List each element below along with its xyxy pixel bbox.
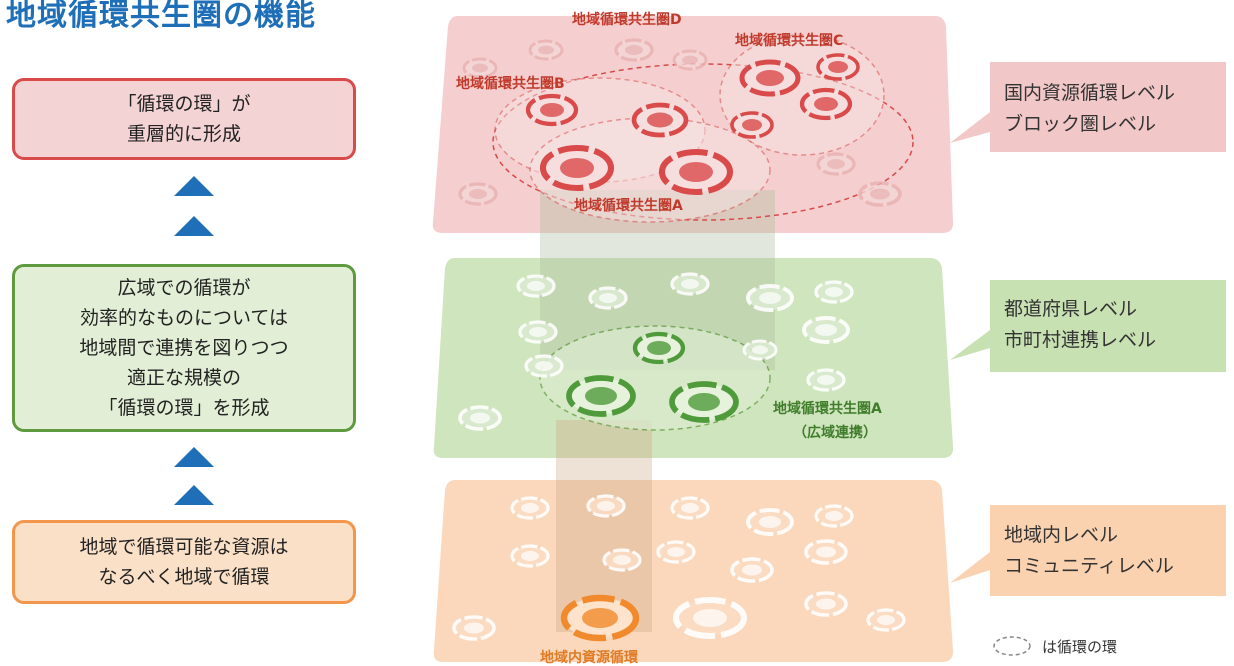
circulation-ring-icon	[452, 615, 496, 641]
layered-cycle-box: 「循環の環」が 重層的に形成	[12, 78, 356, 160]
circulation-ring-icon	[746, 284, 794, 312]
page-title: 地域循環共生圏の機能	[6, 0, 316, 33]
callout-national-line2: ブロック圏レベル	[1004, 112, 1156, 135]
circulation-ring-icon	[510, 544, 550, 568]
legend-ring-icon	[993, 636, 1031, 656]
circulation-ring-icon	[560, 594, 640, 642]
circulation-ring-icon	[730, 557, 774, 583]
circulation-ring-icon	[516, 274, 556, 298]
local-resource-label: 地域内資源循環	[540, 649, 639, 666]
circulation-ring-icon	[739, 59, 801, 97]
circulation-ring-icon	[458, 405, 502, 431]
circulation-ring-icon	[525, 93, 579, 127]
callout-community-line1: 地域内レベル	[1004, 524, 1118, 546]
circulation-ring-icon	[672, 49, 708, 71]
circulation-ring-icon	[730, 111, 774, 139]
callout-national-line1: 国内資源循環レベル	[1004, 82, 1175, 104]
circulation-ring-icon	[804, 591, 848, 617]
circulation-ring-icon	[528, 39, 564, 61]
callout-community-level	[950, 505, 1226, 596]
circulation-ring-icon	[656, 540, 696, 564]
sphere-c-label: 地域循環共生圏C	[735, 32, 843, 49]
circulation-ring-icon	[802, 316, 850, 344]
circulation-ring-icon	[672, 596, 748, 640]
circulation-ring-icon	[462, 57, 498, 79]
circulation-ring-icon	[804, 539, 848, 565]
circulation-ring-icon	[866, 608, 906, 632]
circulation-ring-icon	[632, 331, 686, 365]
up-arrow-icon	[174, 447, 214, 467]
circulation-ring-icon	[742, 339, 778, 361]
circulation-ring-icon	[816, 53, 860, 81]
up-arrow-icon	[174, 485, 214, 505]
circulation-ring-icon	[518, 320, 558, 344]
circulation-ring-icon	[524, 354, 564, 378]
local-cycle-box: 地域で循環可能な資源は なるべく地域で循環	[12, 520, 356, 604]
callout-national-level	[950, 62, 1226, 152]
circulation-ring-icon	[566, 375, 636, 417]
circulation-ring-icon	[510, 496, 550, 520]
circulation-ring-icon	[658, 148, 734, 196]
circulation-ring-icon	[669, 381, 739, 423]
circulation-ring-icon	[614, 38, 654, 62]
circulation-ring-icon	[858, 181, 902, 207]
circulation-ring-icon	[814, 280, 854, 304]
callout-community-line2: コミュニティレベル	[1004, 555, 1174, 577]
circulation-ring-icon	[799, 87, 853, 121]
callout-prefecture-line2: 市町村連携レベル	[1004, 329, 1156, 351]
circulation-ring-icon	[586, 494, 626, 518]
up-arrow-icon	[174, 176, 214, 196]
callout-prefecture-level	[950, 280, 1226, 372]
circulation-ring-icon	[670, 496, 710, 520]
circulation-ring-icon	[670, 272, 710, 296]
circulation-ring-icon	[588, 286, 628, 310]
up-arrow-icon	[174, 216, 214, 236]
circulation-ring-icon	[458, 182, 498, 206]
sphere-a-boundary	[529, 117, 771, 223]
wide-area-sphere-label: 地域循環共生圏A	[773, 400, 882, 417]
wide-area-link-label: （広域連携）	[793, 424, 877, 441]
callout-prefecture-line1: 都道府県レベル	[1004, 298, 1137, 320]
legend-label: は循環の環	[1042, 638, 1117, 656]
circulation-ring-icon	[631, 102, 689, 138]
circulation-ring-icon	[602, 548, 642, 572]
sphere-a-label: 地域循環共生圏A	[574, 197, 683, 214]
sphere-b-label: 地域循環共生圏B	[456, 75, 565, 92]
sphere-d-label: 地域循環共生圏D	[572, 11, 682, 28]
circulation-ring-icon	[539, 144, 615, 192]
circulation-ring-icon	[816, 152, 856, 176]
circulation-ring-icon	[746, 508, 794, 536]
circulation-ring-icon	[806, 368, 846, 392]
wide-area-cycle-box: 広域での循環が 効率的なものについては 地域間で連携を図りつつ 適正な規模の 「…	[12, 264, 356, 432]
circulation-ring-icon	[814, 504, 854, 528]
